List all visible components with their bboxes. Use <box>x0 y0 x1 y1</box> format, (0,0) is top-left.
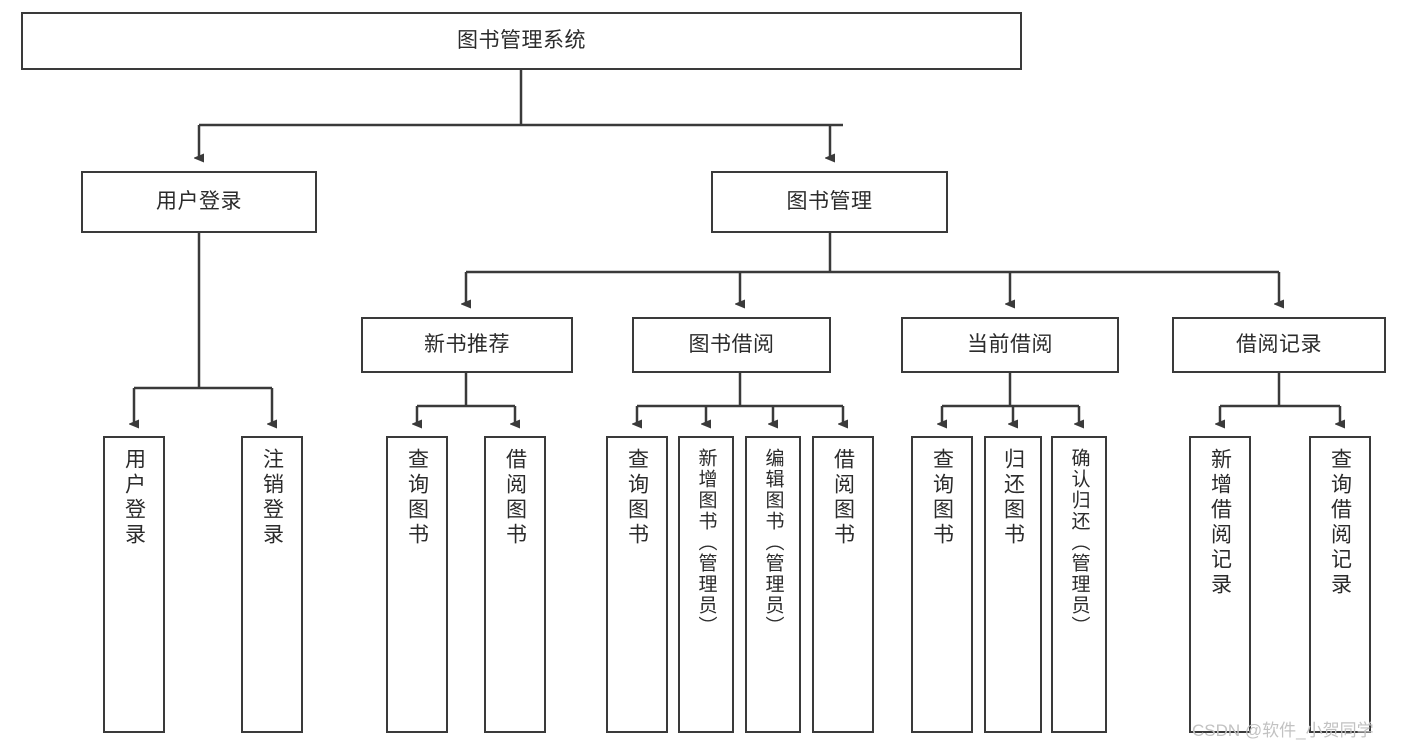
node-l9: 查询图书 <box>911 436 973 733</box>
node-label: 确认归还（管理员） <box>1068 448 1090 637</box>
node-label: 图书管理 <box>786 189 873 213</box>
node-label: 图书管理系统 <box>457 28 586 52</box>
node-label: 归还图书 <box>1001 448 1025 548</box>
node-l3: 查询图书 <box>386 436 448 733</box>
node-l7: 编辑图书（管理员） <box>745 436 801 733</box>
node-label: 编辑图书（管理员） <box>762 448 784 637</box>
node-label: 新书推荐 <box>424 332 510 356</box>
node-root: 图书管理系统 <box>21 12 1022 70</box>
node-label: 查询图书 <box>930 448 954 548</box>
node-l12: 新增借阅记录 <box>1189 436 1251 733</box>
node-l2: 注销登录 <box>241 436 303 733</box>
node-label: 用户登录 <box>122 448 146 548</box>
node-l13: 查询借阅记录 <box>1309 436 1371 733</box>
node-label: 查询图书 <box>405 448 429 548</box>
node-newbook: 新书推荐 <box>361 317 573 373</box>
node-current: 当前借阅 <box>901 317 1119 373</box>
node-label: 查询借阅记录 <box>1328 448 1352 598</box>
node-label: 借阅图书 <box>503 448 527 548</box>
node-l8: 借阅图书 <box>812 436 874 733</box>
node-l11: 确认归还（管理员） <box>1051 436 1107 733</box>
node-label: 借阅图书 <box>831 448 855 548</box>
node-label: 注销登录 <box>260 448 284 548</box>
node-l5: 查询图书 <box>606 436 668 733</box>
node-l1: 用户登录 <box>103 436 165 733</box>
node-label: 新增借阅记录 <box>1208 448 1232 598</box>
node-borrow: 图书借阅 <box>632 317 831 373</box>
node-label: 借阅记录 <box>1236 332 1322 356</box>
node-bookmgmt: 图书管理 <box>711 171 948 233</box>
node-label: 新增图书（管理员） <box>695 448 717 637</box>
node-l10: 归还图书 <box>984 436 1042 733</box>
node-label: 用户登录 <box>156 189 242 213</box>
node-l4: 借阅图书 <box>484 436 546 733</box>
node-label: 当前借阅 <box>967 332 1053 356</box>
node-login: 用户登录 <box>81 171 317 233</box>
node-label: 图书借阅 <box>688 332 775 356</box>
node-label: 查询图书 <box>625 448 649 548</box>
node-records: 借阅记录 <box>1172 317 1386 373</box>
node-l6: 新增图书（管理员） <box>678 436 734 733</box>
